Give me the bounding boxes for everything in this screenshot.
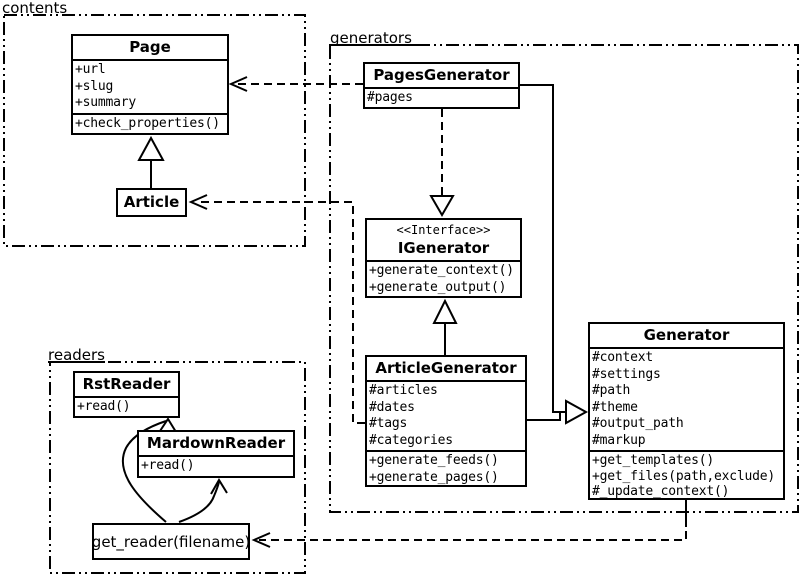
method: +generate_feeds() — [369, 453, 499, 468]
class-name-articlegenerator: ArticleGenerator — [375, 359, 517, 377]
open-arrowhead-getreader — [251, 532, 271, 548]
methods-section-igenerator: +generate_context() +generate_output() — [367, 260, 520, 296]
class-name-page: Page — [129, 38, 171, 56]
class-box-generator: Generator #context #settings #path #them… — [588, 322, 785, 500]
attributes-section-pagesgenerator: #pages — [365, 87, 518, 107]
attribute: +slug — [75, 78, 114, 94]
methods-section-generator: +get_templates() +get_files(path,exclude… — [590, 450, 783, 500]
methods-section-rstreader: +read() — [75, 396, 178, 416]
method: +read() — [141, 458, 195, 473]
open-arrowhead-rstreader — [157, 417, 177, 435]
open-arrowhead-page — [228, 76, 248, 92]
hollow-triangle-page — [137, 135, 165, 161]
attributes-section-generator: #context #settings #path #theme #output_… — [590, 347, 783, 450]
package-border-readers — [49, 361, 306, 574]
attribute: #settings — [592, 366, 661, 382]
class-box-rstreader: RstReader +read() — [73, 371, 180, 418]
class-name-mardownreader: MardownReader — [146, 434, 286, 452]
class-name-pagesgenerator: PagesGenerator — [373, 66, 510, 84]
class-box-article: Article — [116, 188, 187, 217]
hollow-triangle-igenerator-bottom — [432, 298, 458, 324]
methods-section-articlegenerator: +generate_feeds() +generate_pages() — [367, 450, 525, 485]
package-label-generators: generators — [330, 29, 412, 47]
hollow-triangle-generator — [565, 399, 589, 425]
attribute: +summary — [75, 95, 137, 110]
attribute: #dates — [369, 399, 415, 415]
attribute: +url — [75, 62, 106, 77]
package-border-contents — [3, 14, 306, 247]
method: +check_properties() — [75, 115, 220, 131]
class-box-pagesgenerator: PagesGenerator #pages — [363, 62, 520, 109]
function-box-get-reader: get_reader(filename) — [92, 523, 250, 560]
dependency-generator-getreader — [259, 531, 687, 541]
dependency-articlegenerator-article — [196, 201, 365, 424]
package-border-generators — [329, 44, 799, 513]
attribute: #path — [592, 383, 631, 398]
attributes-section-articlegenerator: #articles #dates #tags #categories — [367, 380, 525, 450]
class-box-articlegenerator: ArticleGenerator #articles #dates #tags … — [365, 355, 527, 487]
method: +generate_context() — [369, 263, 514, 278]
class-name-article: Article — [123, 193, 180, 211]
attribute: #theme — [592, 399, 638, 415]
attribute: #context — [592, 350, 654, 365]
attribute: #categories — [369, 432, 453, 448]
method: +generate_pages() — [369, 469, 499, 485]
class-box-page: Page +url +slug +summary +check_properti… — [71, 34, 229, 135]
hollow-triangle-igenerator-top — [429, 195, 455, 217]
methods-section-page: +check_properties() — [73, 112, 227, 134]
open-arrowhead-article — [188, 194, 208, 210]
class-name-igenerator: IGenerator — [397, 239, 490, 257]
class-box-mardownreader: MardownReader +read() — [137, 430, 295, 478]
method: +generate_output() — [369, 279, 507, 295]
methods-section-mardownreader: +read() — [139, 455, 293, 476]
attribute: #tags — [369, 416, 408, 431]
attribute: #output_path — [592, 416, 684, 431]
method: +read() — [77, 399, 131, 414]
attribute: #pages — [367, 90, 413, 105]
attribute: #articles — [369, 383, 438, 398]
method: #_update_context() — [592, 484, 730, 500]
method: +get_templates() — [592, 453, 715, 468]
class-name-rstreader: RstReader — [82, 375, 171, 393]
package-label-contents: contents — [2, 0, 68, 17]
class-box-igenerator: <<Interface>> IGenerator +generate_conte… — [365, 218, 522, 298]
method: +get_files(path,exclude) — [592, 468, 776, 484]
generalization-articlegenerator-generator — [527, 411, 566, 421]
attributes-section-page: +url +slug +summary — [73, 59, 227, 113]
curve-getreader-mardownreader — [178, 481, 220, 523]
stereotype-interface: <<Interface>> — [396, 223, 491, 237]
package-label-readers: readers — [48, 346, 105, 364]
curve-getreader-rstreader — [121, 420, 167, 523]
open-arrowhead-mardownreader — [210, 478, 228, 495]
attribute: #markup — [592, 432, 646, 448]
class-name-generator: Generator — [643, 326, 730, 344]
